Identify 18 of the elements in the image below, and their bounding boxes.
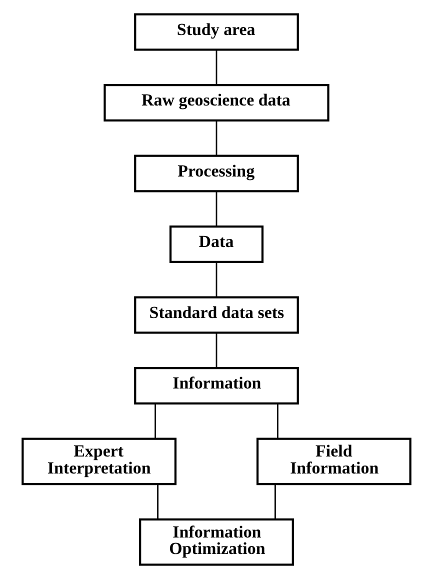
node-box: Field Information [256,438,411,486]
connector [215,262,217,297]
connector [215,332,217,368]
node-box: Information Optimization [138,518,294,566]
node-box: Processing [134,154,298,192]
connector [156,484,158,520]
node-box: Information [134,366,298,404]
node-box: Raw geoscience data [103,84,329,122]
connector [215,50,217,85]
node-box: Data [168,225,264,263]
connector [215,120,217,156]
connector [274,484,276,520]
node-box: Study area [134,13,298,51]
node-box: Expert Interpretation [21,438,176,486]
connector [276,404,278,439]
connector [215,191,217,226]
connector [154,404,156,439]
node-box: Standard data sets [134,296,298,334]
